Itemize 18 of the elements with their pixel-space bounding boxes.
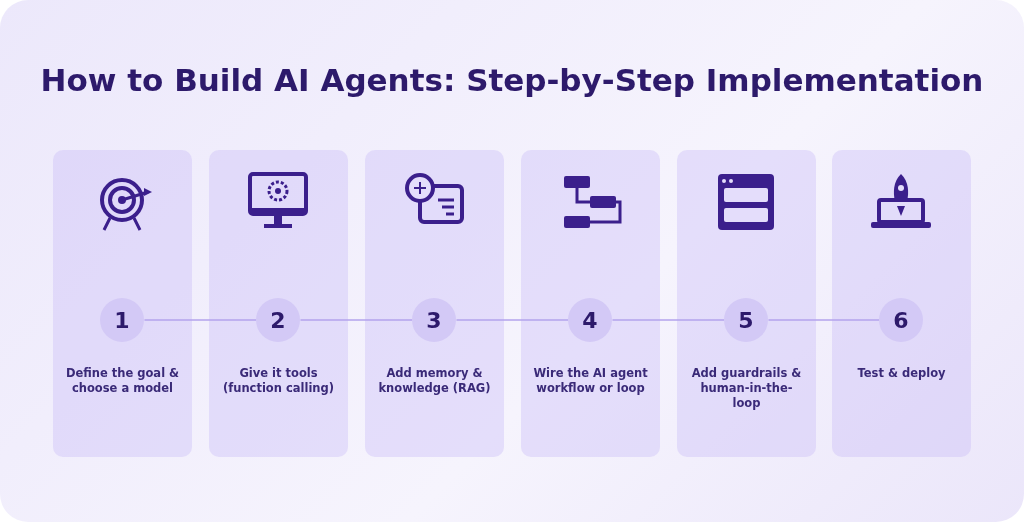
step-card: [209, 150, 348, 457]
connector-line: [767, 319, 881, 321]
step-card: [677, 150, 816, 457]
step-description: Wire the AI agent workflow or loop: [533, 366, 648, 396]
step-card: [365, 150, 504, 457]
title: How to Build AI Agents: Step-by-Step Implementation: [39, 62, 985, 98]
connector-line: [299, 319, 414, 321]
step-description: Test & deploy: [856, 366, 947, 381]
connector-line: [611, 319, 726, 321]
connector-line: [143, 319, 258, 321]
step-card: [832, 150, 971, 457]
connector-line: [455, 319, 570, 321]
step-description: Define the goal & choose a model: [65, 366, 180, 396]
step-card: [521, 150, 660, 457]
step-description: Give it tools (function calling): [221, 366, 336, 396]
step-card: [53, 150, 192, 457]
step-description: Add memory & knowledge (RAG): [377, 366, 492, 396]
step-description: Add guardrails & human-in-the-loop: [690, 366, 803, 411]
